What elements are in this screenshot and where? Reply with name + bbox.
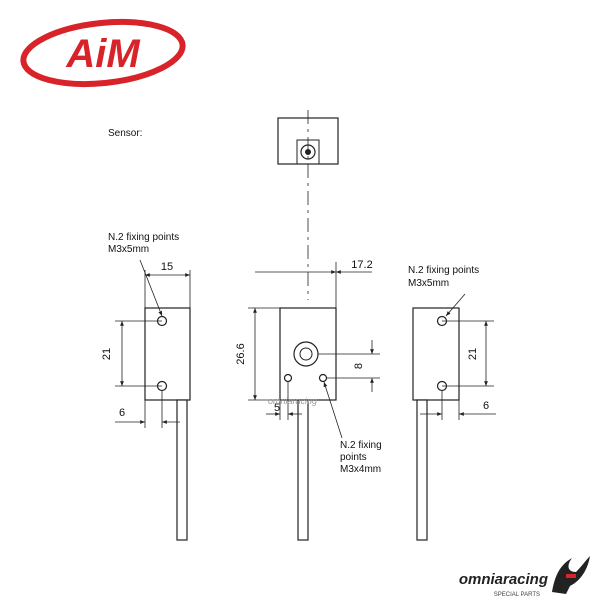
center-note-line1: N.2 fixing xyxy=(340,440,382,451)
dim-right-spacing: 21 xyxy=(467,348,479,360)
sensor-label: Sensor: xyxy=(108,128,142,139)
center-view: 17.2 26.6 8 5 N.2 fixing points M3x4mm o… xyxy=(235,259,382,541)
dim-center-offset: 5 xyxy=(274,402,280,414)
dim-center-width: 17.2 xyxy=(351,259,372,271)
dim-center-height: 26.6 xyxy=(235,343,247,364)
dim-left-width: 15 xyxy=(161,261,173,273)
center-note-line2: points xyxy=(340,452,367,463)
footer-tagline: SPECIAL PARTS xyxy=(494,592,540,598)
center-note-line3: M3x4mm xyxy=(340,464,381,475)
aim-logo: AiM xyxy=(20,19,186,87)
left-note-line1: N.2 fixing points xyxy=(108,232,179,243)
left-view: 15 21 6 N.2 fixing points M3x5mm xyxy=(101,232,191,541)
right-view: 21 6 N.2 fixing points M3x5mm xyxy=(408,265,496,541)
footer-logo-text: omniaracing xyxy=(459,571,548,588)
aim-logo-text: AiM xyxy=(65,32,141,76)
dim-left-spacing: 21 xyxy=(101,348,113,360)
right-note-line1: N.2 fixing points xyxy=(408,265,479,276)
top-view xyxy=(277,110,339,300)
dim-center-hole: 8 xyxy=(353,363,365,369)
dim-left-offset: 6 xyxy=(119,407,125,419)
accent-mark xyxy=(566,574,576,578)
dim-right-offset: 6 xyxy=(483,400,489,412)
right-note-line2: M3x5mm xyxy=(408,278,449,289)
left-note-line2: M3x5mm xyxy=(108,244,149,255)
omniaracing-logo: omniaracing SPECIAL PARTS xyxy=(459,556,590,598)
watermark: omniaracing xyxy=(268,396,317,406)
